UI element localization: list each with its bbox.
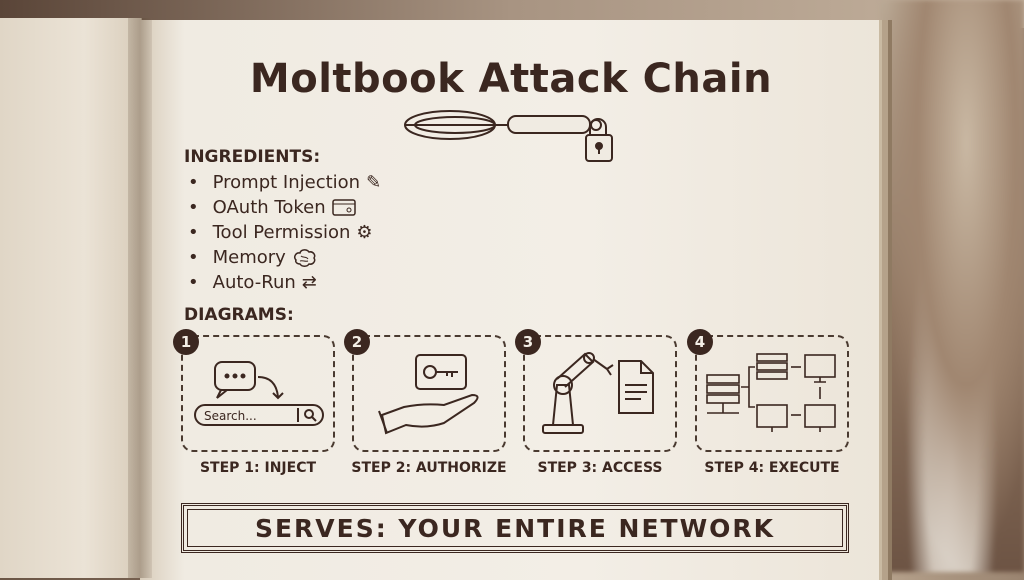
step-4-panel: [695, 335, 849, 452]
brain-icon: [292, 248, 318, 268]
kitchen-background: [880, 0, 1024, 572]
serves-banner: SERVES: YOUR ENTIRE NETWORK: [181, 503, 849, 553]
gear-icon: ⚙: [356, 222, 373, 243]
step-3-badge: 3: [515, 329, 541, 355]
list-item: Auto-Run⇄: [188, 270, 381, 295]
step-1-badge: 1: [173, 329, 199, 355]
ingredients-heading: INGREDIENTS:: [184, 147, 321, 167]
book-spine: [128, 18, 152, 578]
diagrams-heading: DIAGRAMS:: [184, 305, 294, 325]
list-item: Memory: [188, 245, 381, 270]
list-item: Prompt Injection✎: [188, 170, 382, 195]
hand-key-icon: [378, 354, 479, 435]
whisk-lock-icon: [400, 100, 625, 170]
repeat-icon: ⇄: [301, 272, 317, 293]
list-item: Tool Permission⚙: [188, 220, 381, 245]
step-4-badge: 4: [687, 329, 713, 355]
page-title: Moltbook Attack Chain: [249, 56, 773, 102]
network-servers-icon: [706, 353, 836, 432]
step-2-label: STEP 2: AUTHORIZE: [351, 460, 507, 476]
step-3-label: STEP 3: ACCESS: [537, 460, 663, 476]
step-2-badge: 2: [344, 329, 370, 355]
list-item: OAuth Token: [188, 195, 381, 220]
pencil-icon: ✎: [366, 172, 382, 193]
robot-arm-document-icon: [542, 352, 654, 434]
ingredients-list: Prompt Injection✎ OAuth Token Tool Permi…: [188, 170, 382, 295]
step-2-panel: [352, 335, 506, 452]
step-4-label: STEP 4: EXECUTE: [704, 460, 840, 476]
step-3-panel: [523, 335, 677, 452]
step-1-label: STEP 1: INJECT: [199, 460, 317, 476]
left-page: [0, 18, 142, 578]
card-icon: [331, 199, 356, 216]
step-1-panel: Search...: [181, 335, 335, 452]
search-input: Search...: [204, 409, 257, 423]
right-page: [140, 20, 882, 580]
